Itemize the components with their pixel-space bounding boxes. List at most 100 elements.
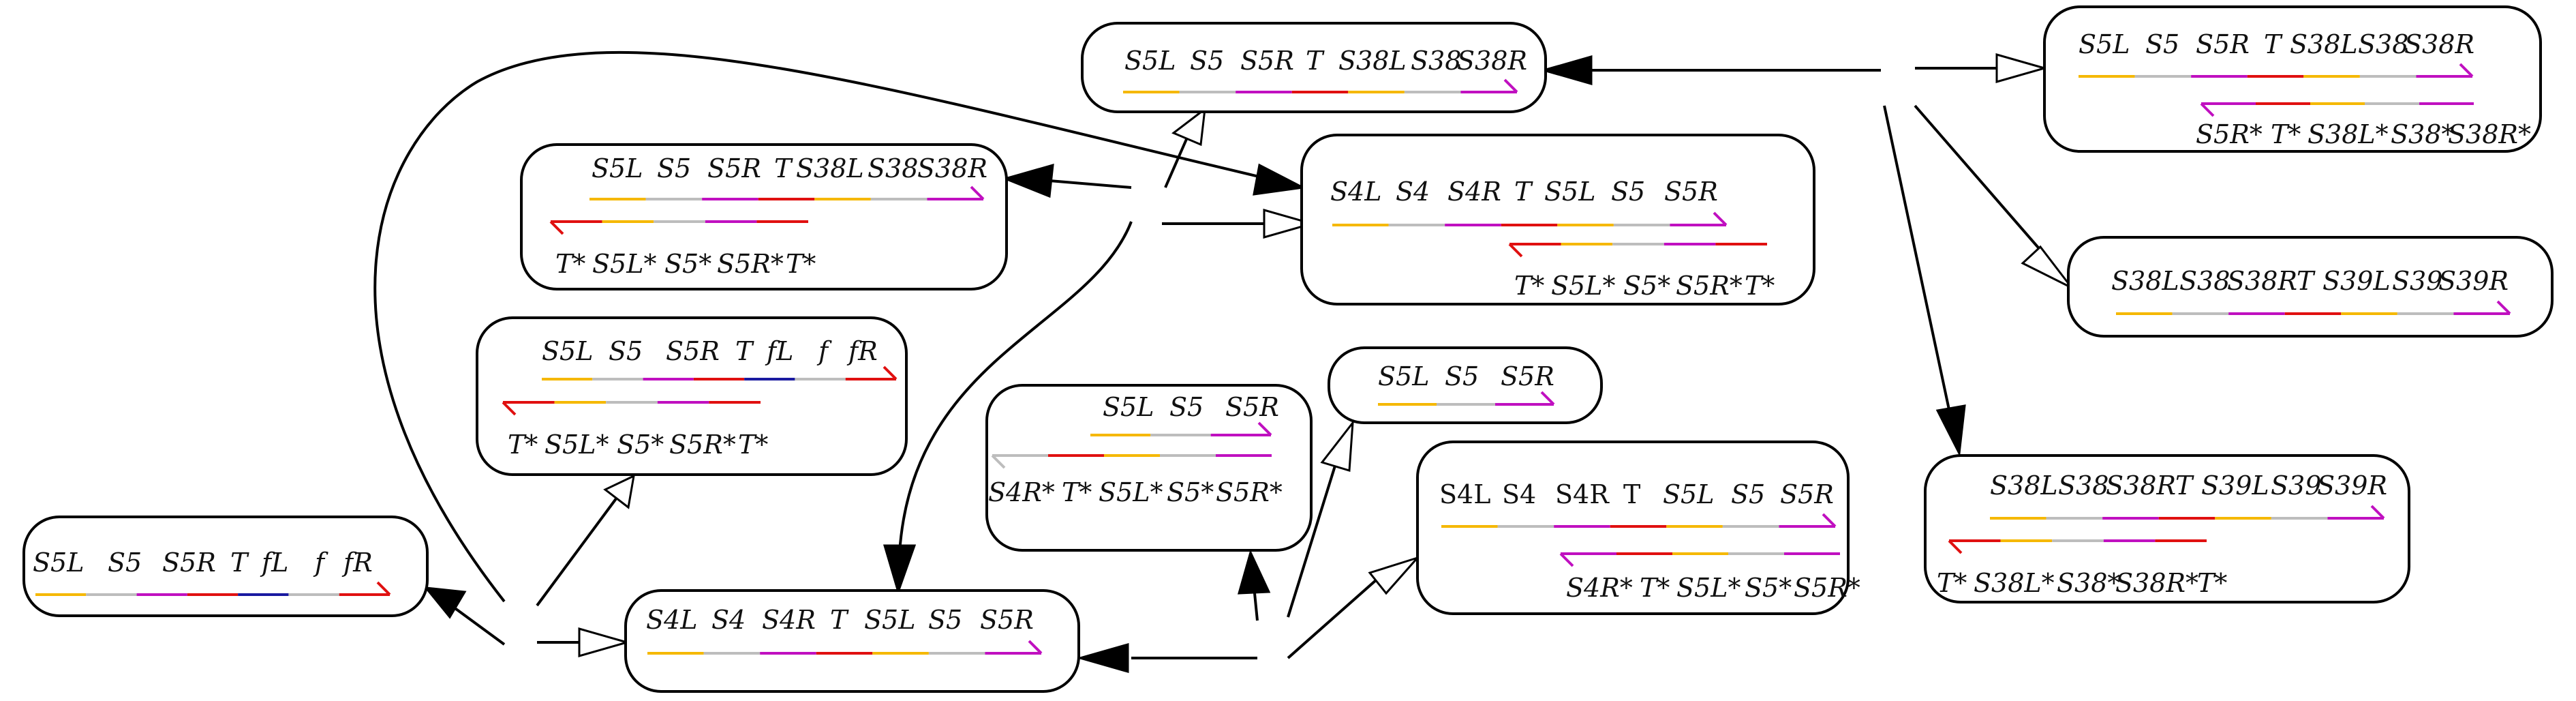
- arrowhead-n10: [1995, 53, 2049, 83]
- bottom-labels: S4R* T* S5L* S5* S5R*: [988, 477, 1283, 507]
- complex-node[interactable]: S4L S4 S4R T S5L S5 S5R T* S5L* S5* S5R*…: [1300, 134, 1815, 305]
- complex-node[interactable]: S4L S4 S4R T S5L S5 S5R: [624, 589, 1080, 693]
- arrowhead-n4: [603, 474, 635, 509]
- complex-box: [1300, 134, 1815, 305]
- label-s5r: S5R: [2196, 29, 2250, 59]
- bottom-labels: S4R* T* S5L* S5* S5R*: [1566, 573, 1860, 603]
- strand-end-hook: [502, 401, 517, 416]
- complex-node[interactable]: S5L S5 S5R T S38L S38 S38R S5R* T* S38L*…: [2043, 5, 2542, 153]
- complex-node[interactable]: S5L S5 S5R T S38L S38 S38R: [1081, 22, 1547, 113]
- label-s5r: S5R: [666, 336, 720, 366]
- bottom-labels: T* S38L* S38* S38R* T*: [1937, 568, 2227, 598]
- label-fr: fR: [341, 548, 373, 578]
- complex-node[interactable]: S4L S4 S4R T S5L S5 S5R S4R* T* S5L* S5*…: [1416, 441, 1860, 615]
- label-s5: S5: [1190, 46, 1224, 76]
- label-t-star: T*: [1937, 568, 1967, 598]
- edge-to-n11: [1914, 104, 2053, 264]
- label-t: T: [1514, 177, 1533, 207]
- arrowhead-n8: [423, 586, 467, 619]
- label-s5l: S5L: [1103, 392, 1154, 422]
- top-labels: S5L S5 S5R: [1103, 392, 1279, 422]
- strand-end-hook: [1822, 513, 1837, 528]
- label-s5: S5: [2145, 29, 2179, 59]
- label-t: T: [230, 548, 249, 578]
- complex-node[interactable]: S5L S5 S5R: [1328, 346, 1603, 424]
- arrowhead-n3: [1263, 209, 1316, 239]
- label-s5l-star: S5L*: [1099, 477, 1163, 507]
- label-s5-star: S5*: [1167, 477, 1214, 507]
- label-s5l: S5L: [2079, 29, 2130, 59]
- label-s5l: S5L: [33, 548, 84, 578]
- label-s5: S5: [609, 336, 643, 366]
- label-s5: S5: [108, 548, 142, 578]
- label-s4r-star: S4R*: [988, 477, 1055, 507]
- label-t: T: [830, 605, 849, 635]
- arrowhead-n11: [2021, 245, 2073, 289]
- complex-node[interactable]: S5L S5 S5R T fL f fR: [22, 516, 429, 617]
- label-fr: fR: [846, 336, 878, 366]
- label-s5l: S5L: [864, 605, 915, 635]
- label-s38: S38: [2179, 266, 2230, 296]
- top-labels: S5L S5 S5R T S38L S38 S38R: [592, 153, 987, 183]
- edge-arc-to-n3: [373, 50, 1268, 603]
- label-t-star-2: T*: [738, 430, 768, 460]
- complex-node[interactable]: S5L S5 S5R S4R* T* S5L* S5* S5R*: [985, 384, 1313, 552]
- label-s38r: S38R: [2227, 266, 2297, 296]
- label-s4r: S4R: [1447, 177, 1501, 207]
- label-s38: S38: [1411, 46, 1461, 76]
- label-s5l: S5L: [1378, 361, 1429, 391]
- strand-end-hook: [1508, 243, 1523, 258]
- label-s5: S5: [1445, 361, 1479, 391]
- label-s5: S5: [928, 605, 962, 635]
- top-strand: [2079, 63, 2474, 78]
- label-s5r-star: S5R*: [1216, 477, 1283, 507]
- label-s4r-star: S4R*: [1566, 573, 1633, 603]
- label-s4r: S4R: [1555, 479, 1610, 509]
- top-strand: [1090, 421, 1272, 436]
- label-s4l: S4L: [1330, 177, 1381, 207]
- label-s38l-star: S38L*: [2307, 119, 2389, 149]
- label-s39: S39: [2392, 266, 2442, 296]
- label-s38l: S38L: [2111, 266, 2179, 296]
- label-s5l-star: S5L*: [592, 249, 656, 279]
- arrowheads: [423, 53, 2073, 673]
- arrowhead-n9-open: [578, 627, 631, 657]
- arrowhead-n9: [883, 544, 917, 595]
- arrowhead-arc-n3: [1253, 163, 1306, 196]
- label-s5r-star: S5R*: [2196, 119, 2263, 149]
- complex-node[interactable]: S5L S5 S5R T S38L S38 S38R T* S5L* S5* S…: [520, 143, 1008, 290]
- label-s38r: S38R: [1457, 46, 1527, 76]
- complex-box: [2043, 5, 2542, 153]
- label-s5r: S5R: [980, 605, 1034, 635]
- complex-box: [624, 589, 1080, 693]
- label-s39l: S39L: [2201, 471, 2269, 501]
- top-strand: [1441, 513, 1837, 528]
- arrowhead-n6: [1237, 549, 1271, 595]
- label-s4l: S4L: [646, 605, 697, 635]
- complex-box: [1081, 22, 1547, 113]
- label-s5: S5: [1611, 177, 1645, 207]
- label-s38l-star: S38L*: [1974, 568, 2055, 598]
- edge-to-n4: [536, 496, 618, 607]
- top-strand: [1378, 391, 1555, 406]
- label-t: T: [774, 153, 793, 183]
- label-s4l: S4L: [1439, 479, 1490, 509]
- bottom-labels: T* S5L* S5* S5R* T*: [1514, 271, 1775, 301]
- complex-node[interactable]: S38L S38 S38R T S39L S39 S39R: [2067, 236, 2554, 338]
- top-strand: [1990, 505, 2385, 520]
- strand-end-hook: [970, 185, 985, 200]
- strand-end-hook: [2200, 102, 2215, 117]
- strand-end-hook: [1540, 391, 1555, 406]
- label-s4r: S4R: [762, 605, 816, 635]
- label-s38r-star: S38R*: [2115, 568, 2198, 598]
- complex-node[interactable]: S5L S5 S5R T fL f fR T* S5L* S5* S5R* T*: [476, 316, 908, 476]
- complex-node[interactable]: S38L S38 S38R T S39L S39 S39R T* S38L* S…: [1924, 454, 2410, 603]
- label-s38l: S38L: [1990, 471, 2058, 501]
- label-s5l-star: S5L*: [1676, 573, 1741, 603]
- label-s5r-star: S5R*: [669, 430, 736, 460]
- label-s5r: S5R: [1240, 46, 1294, 76]
- top-labels: S5L S5 S5R T S38L S38 S38R: [2079, 29, 2474, 59]
- label-t-star: T*: [1640, 573, 1670, 603]
- top-strand: [1332, 211, 1728, 226]
